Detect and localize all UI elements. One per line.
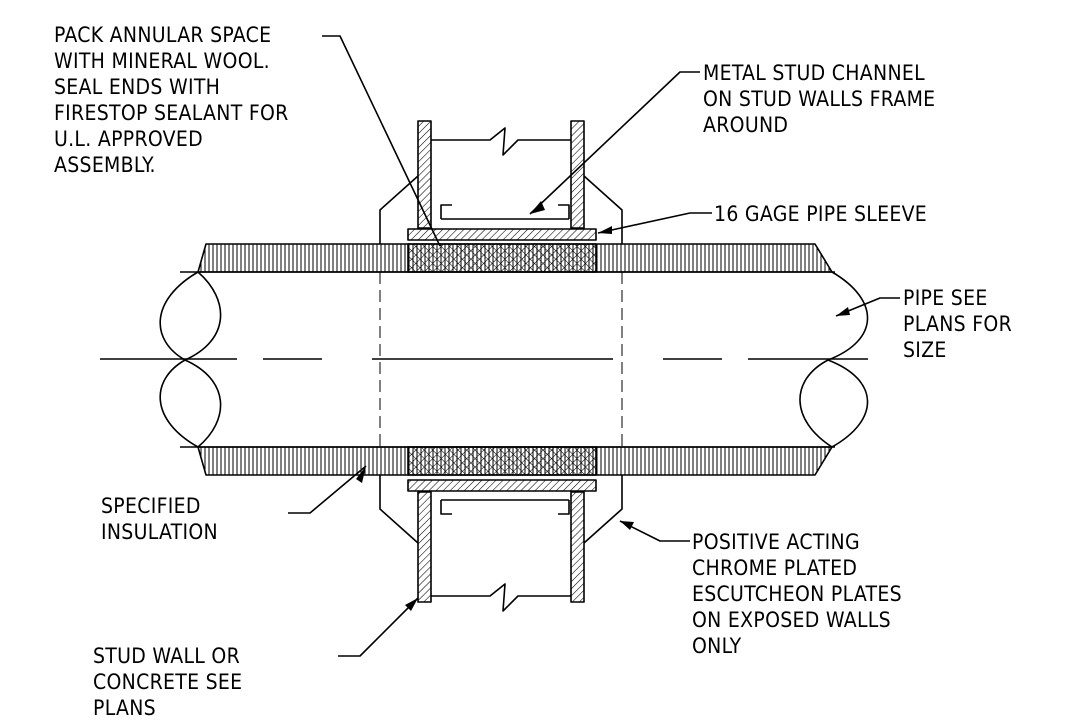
mineral-wool-bottom [407,446,597,476]
metal-stud-channel-bottom-right [558,500,570,515]
leader-studwall [338,597,419,657]
pipe-sleeve-bottom [407,479,597,492]
leader-escutcheon [619,520,690,542]
label-pipe-sleeve: 16 GAGE PIPE SLEEVE [714,202,928,226]
leader-sleeve [597,212,712,234]
mineral-wool-top [407,243,597,273]
stud-wall-left-bottom [417,491,432,603]
escutcheon-top-right [583,175,623,244]
stud-wall-left-top [417,120,432,229]
metal-stud-channel-top-right [558,204,570,219]
pipe-break-left [159,271,222,448]
escutcheon-bottom-right [583,475,623,544]
label-stud-wall: STUD WALL OR CONCRETE SEE PLANS [93,644,243,720]
leader-insulation [288,465,367,514]
label-escutcheon-plates: POSITIVE ACTING CHROME PLATED ESCUTCHEON… [692,530,902,658]
break-line-bottom [431,583,571,612]
label-pipe-size: PIPE SEE PLANS FOR SIZE [903,286,1013,362]
pipe-break-right [799,271,869,448]
metal-stud-channel-top [440,204,452,219]
label-annular-space: PACK ANNULAR SPACE WITH MINERAL WOOL. SE… [54,23,289,177]
leader-pipe [835,297,900,317]
stud-wall-right-top [570,120,585,229]
pipe-sleeve-top [407,228,597,241]
leader-annular [322,35,441,247]
pipe-penetration-detail [100,35,900,657]
stud-wall-right-bottom [570,491,585,603]
leader-channel [529,71,700,215]
escutcheon-bottom-left [379,475,419,544]
escutcheon-top-left [379,175,419,244]
break-line-top [431,127,571,156]
metal-stud-channel-bottom [440,500,452,515]
label-metal-stud-channel: METAL STUD CHANNEL ON STUD WALLS FRAME A… [703,61,936,137]
label-specified-insulation: SPECIFIED INSULATION [101,494,218,544]
